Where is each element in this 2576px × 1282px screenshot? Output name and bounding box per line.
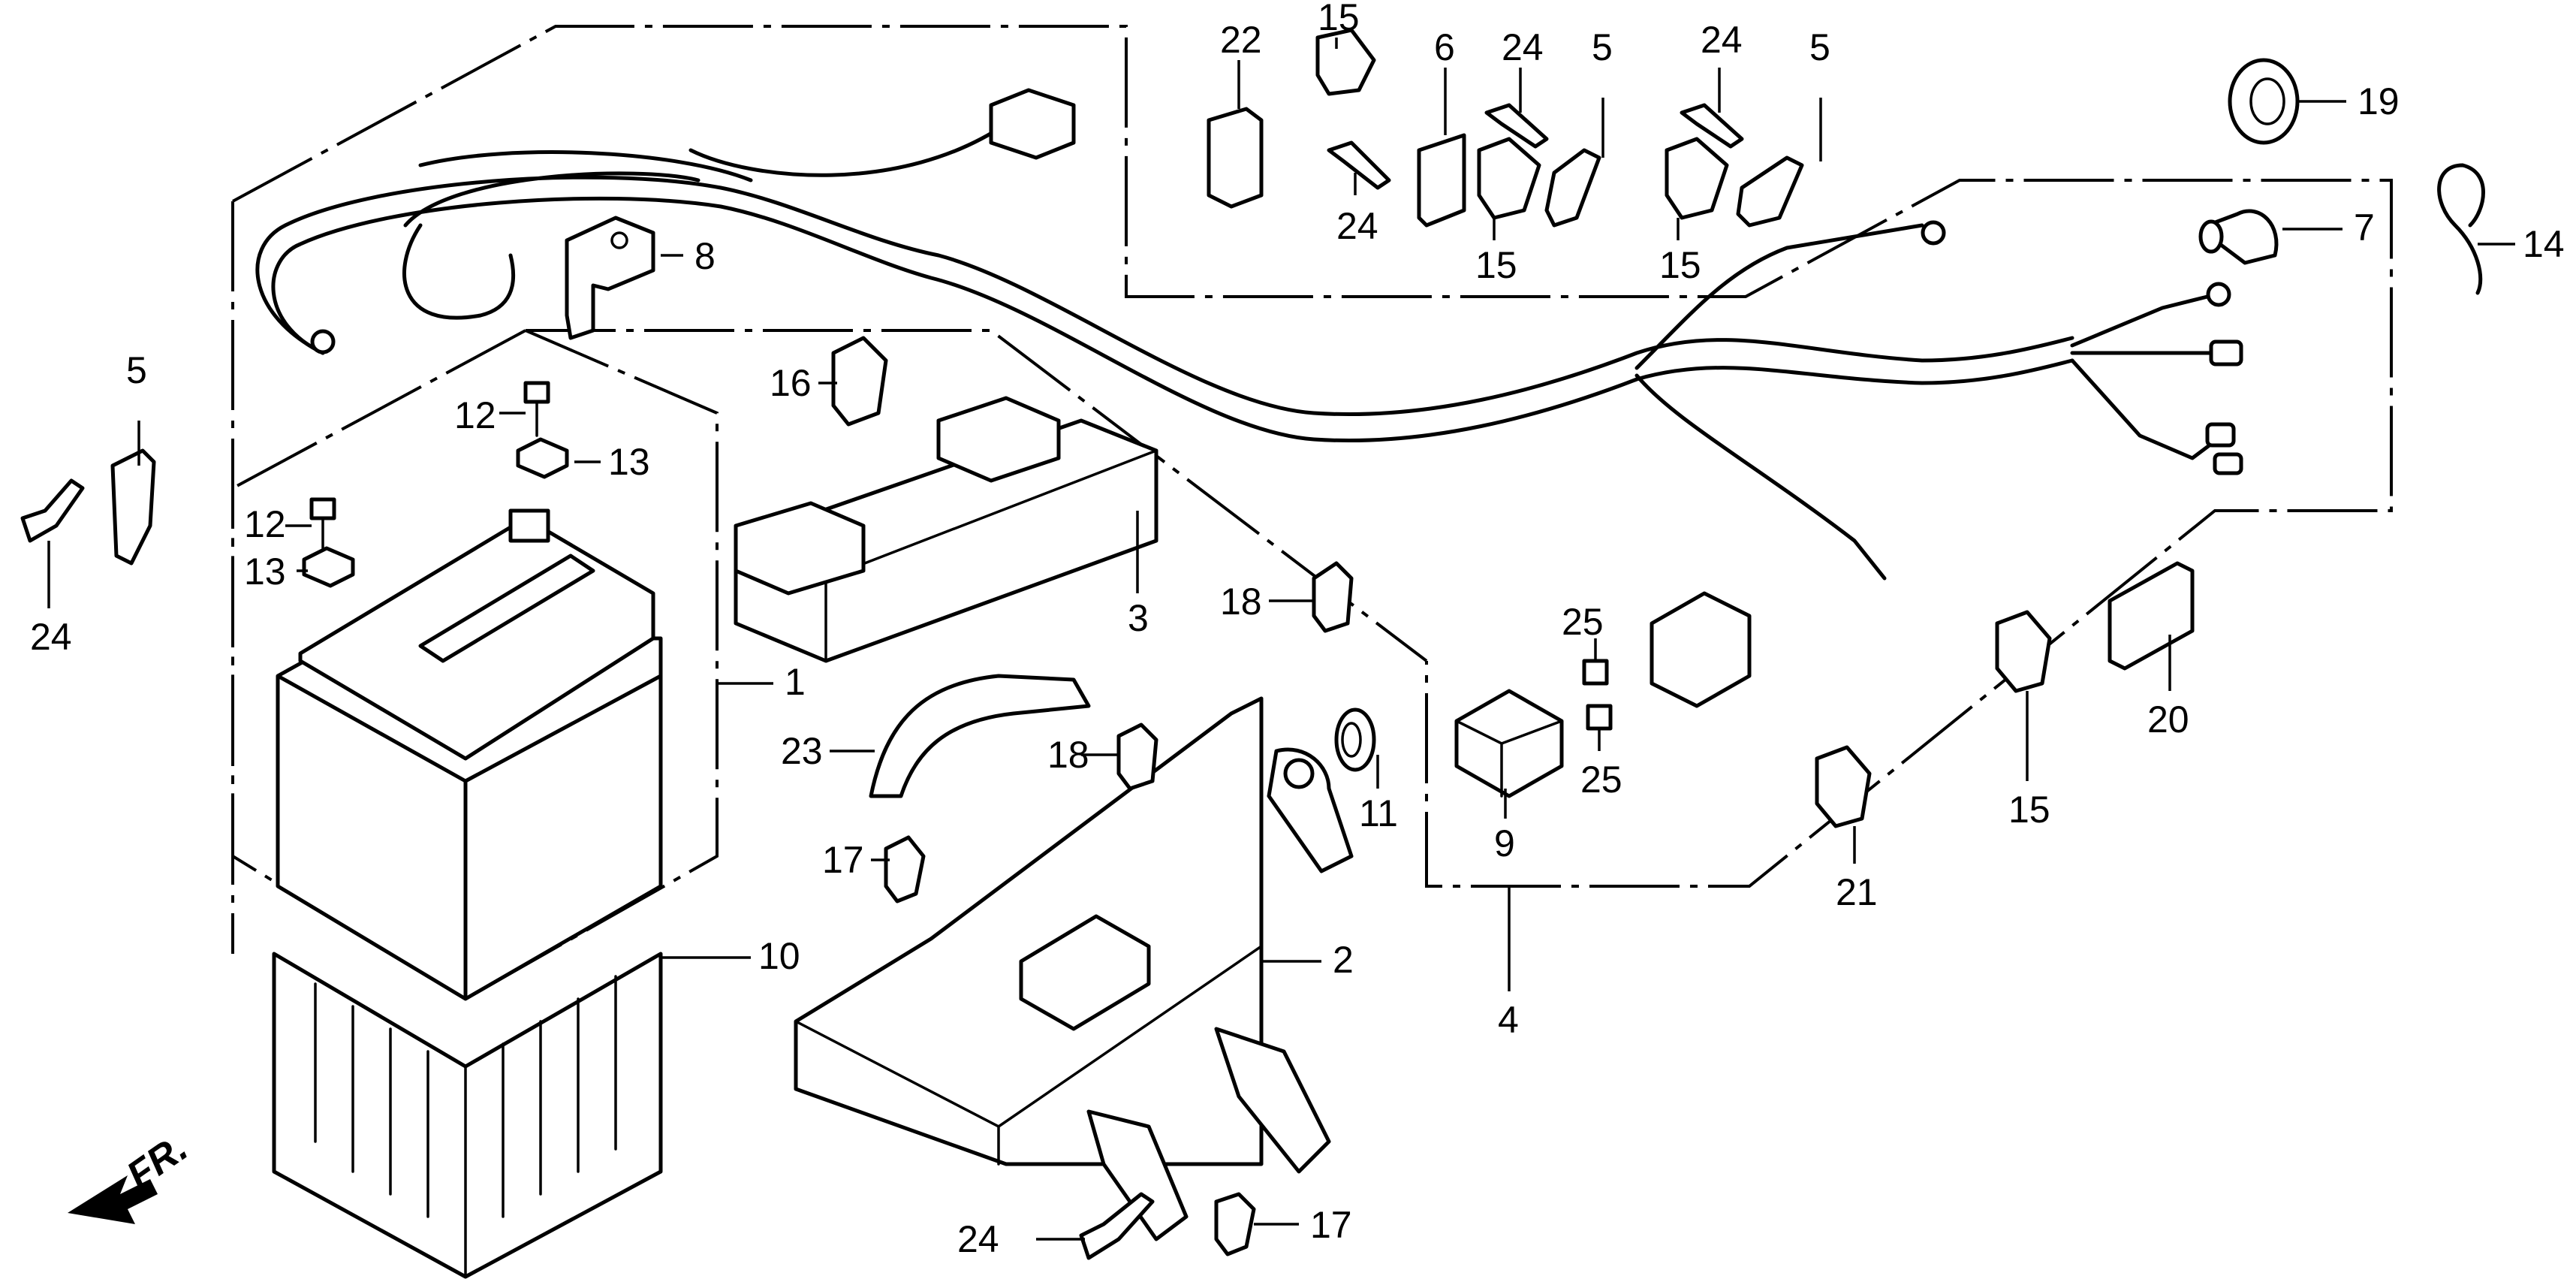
callouts: 1 2 3 4 5 5 5 6 7 8 9 10 11 12 12 13 13 … bbox=[30, 0, 2565, 1260]
callout-5-clamp-top-b: 5 bbox=[1809, 26, 1830, 68]
clamp-5-top-a bbox=[1544, 148, 1601, 228]
callout-13-nut-lower: 13 bbox=[244, 551, 286, 593]
callout-17-clip-lower: 17 bbox=[1310, 1204, 1352, 1246]
callout-24-bolt-top-a: 24 bbox=[1502, 26, 1544, 68]
bolt-24-bottom bbox=[1079, 1192, 1155, 1260]
stay-6 bbox=[1417, 133, 1466, 228]
callout-5-clamp-left: 5 bbox=[126, 349, 147, 391]
callout-22-clip: 22 bbox=[1220, 19, 1262, 61]
fuse-lower bbox=[1586, 704, 1613, 731]
callout-12-bolt-upper: 12 bbox=[454, 394, 496, 436]
clip-18-lower bbox=[1116, 722, 1158, 791]
callout-12-bolt-lower: 12 bbox=[244, 503, 286, 545]
unit-group-outline bbox=[526, 329, 1428, 662]
callout-5-clamp-top-a: 5 bbox=[1592, 26, 1613, 68]
callout-6-stay: 6 bbox=[1434, 26, 1455, 68]
clip-17-upper bbox=[884, 835, 926, 903]
battery-case bbox=[272, 952, 663, 1279]
bolt-24-left bbox=[20, 478, 85, 543]
front-direction-label: FR. bbox=[119, 1126, 196, 1198]
terminal-cover bbox=[565, 216, 655, 340]
battery-box bbox=[794, 696, 1331, 1241]
wire-harness bbox=[255, 122, 2225, 581]
fuse-box-cover bbox=[2107, 561, 2195, 671]
callout-23-battery-band: 23 bbox=[781, 730, 823, 772]
bolt-24-top-c bbox=[1680, 103, 1744, 149]
callout-24-bolt-left: 24 bbox=[30, 616, 72, 658]
callout-15-clip-top-a: 15 bbox=[1318, 0, 1360, 38]
callout-17-clip-upper: 17 bbox=[822, 839, 864, 881]
callout-25-fuse-b: 25 bbox=[1580, 759, 1622, 801]
leader-lines bbox=[47, 38, 2515, 1241]
battery-band bbox=[869, 674, 1091, 798]
clip-18-upper bbox=[1312, 561, 1354, 633]
fuse-upper bbox=[1582, 659, 1609, 686]
control-unit bbox=[734, 396, 1158, 663]
callout-21-clip: 21 bbox=[1836, 871, 1878, 913]
callout-15-clip-top-b: 15 bbox=[1475, 244, 1517, 286]
clip-16 bbox=[831, 336, 888, 427]
clip-15-right bbox=[1995, 610, 2052, 693]
harness-connector-top bbox=[989, 88, 1076, 160]
clip-17-lower bbox=[1214, 1192, 1256, 1256]
callout-2-battery-box: 2 bbox=[1333, 939, 1354, 981]
callout-8-terminal-cover: 8 bbox=[694, 235, 716, 277]
grommet bbox=[1334, 707, 1376, 772]
callout-9-relay: 9 bbox=[1494, 822, 1515, 864]
nut-13-lower bbox=[302, 546, 355, 588]
clip-22 bbox=[1207, 107, 1264, 209]
bolt-24-top-b bbox=[1484, 103, 1549, 149]
ring-terminal-right-b bbox=[2206, 282, 2231, 307]
callout-1-battery: 1 bbox=[785, 661, 806, 703]
callout-16-clip: 16 bbox=[770, 362, 812, 404]
callout-11-grommet: 11 bbox=[1359, 792, 1398, 834]
callout-4-wire-harness: 4 bbox=[1498, 999, 1519, 1041]
battery bbox=[276, 508, 663, 1001]
nut-13-upper bbox=[516, 437, 569, 479]
callout-25-fuse-a: 25 bbox=[1562, 601, 1604, 643]
ring-terminal-left bbox=[310, 329, 336, 354]
callout-7-terminal-cap: 7 bbox=[2354, 207, 2375, 249]
callout-18-clip-upper: 18 bbox=[1220, 581, 1262, 623]
callout-13-nut-upper: 13 bbox=[608, 441, 650, 483]
terminal-cap-7 bbox=[2198, 209, 2279, 265]
callout-3-control-unit: 3 bbox=[1128, 597, 1149, 639]
callout-10-battery-case: 10 bbox=[758, 935, 800, 977]
callout-14-wire-band: 14 bbox=[2523, 223, 2565, 265]
clamp-5-top-b bbox=[1736, 155, 1804, 228]
clamp-19 bbox=[2228, 58, 2300, 145]
callout-15-clip-right: 15 bbox=[2008, 789, 2050, 831]
front-direction-arrow: FR. bbox=[68, 1126, 195, 1224]
clamp-5-left bbox=[110, 448, 156, 566]
bullet-connector-a bbox=[2209, 339, 2243, 367]
callout-19-clamp: 19 bbox=[2358, 80, 2400, 122]
bolt-12-upper bbox=[523, 381, 550, 437]
clip-15-top-b bbox=[1477, 137, 1541, 220]
clip-15-top-a bbox=[1315, 28, 1376, 96]
callout-24-bolt-top-c: 24 bbox=[1701, 19, 1743, 61]
callout-15-clip-top-c: 15 bbox=[1659, 244, 1701, 286]
callout-20-fuse-box-cover: 20 bbox=[2147, 698, 2189, 741]
wire-band-14 bbox=[2437, 163, 2485, 295]
clip-15-top-c bbox=[1665, 137, 1729, 220]
callout-24-bolt-top-b: 24 bbox=[1336, 205, 1378, 247]
ring-terminal-right-a bbox=[1921, 220, 1946, 246]
bolt-24-top-a bbox=[1327, 140, 1391, 190]
callout-24-bolt-bottom: 24 bbox=[957, 1218, 999, 1260]
relay bbox=[1454, 689, 1564, 798]
fuse-holder bbox=[1650, 591, 1752, 708]
mount-lug bbox=[1267, 747, 1354, 873]
clip-21 bbox=[1815, 745, 1872, 828]
bolt-12-lower bbox=[309, 497, 336, 550]
bullet-connector-b bbox=[2205, 422, 2243, 475]
callout-18-clip-lower: 18 bbox=[1047, 734, 1089, 776]
